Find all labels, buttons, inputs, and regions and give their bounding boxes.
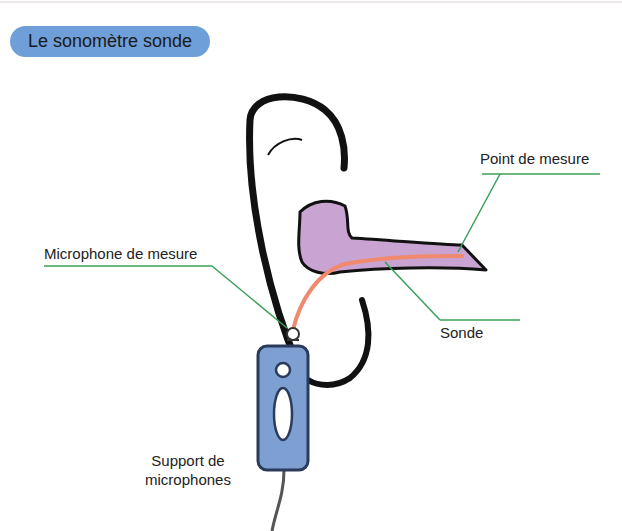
support-slot <box>274 388 292 440</box>
cable <box>272 470 284 531</box>
ear-canal <box>299 201 486 273</box>
leader-line <box>212 266 287 328</box>
part-label: Microphone de mesure <box>44 245 244 264</box>
underline <box>44 265 212 267</box>
microphone-support <box>258 346 308 470</box>
part-label: Sonde <box>440 324 520 343</box>
part-label: Point de mesure <box>480 150 610 169</box>
ear-fold <box>268 139 302 155</box>
title-pill: Le sonomètre sonde <box>10 26 210 57</box>
support-button <box>276 363 290 377</box>
probe-tube <box>293 256 462 330</box>
leader-line <box>458 174 500 252</box>
microphone-base <box>287 339 299 341</box>
leader-line <box>385 262 440 320</box>
underline <box>440 319 520 321</box>
part-label: Support de microphones <box>128 452 248 490</box>
ear-lobe <box>308 300 368 385</box>
top-rule <box>0 1 622 3</box>
measuring-microphone <box>287 328 299 340</box>
